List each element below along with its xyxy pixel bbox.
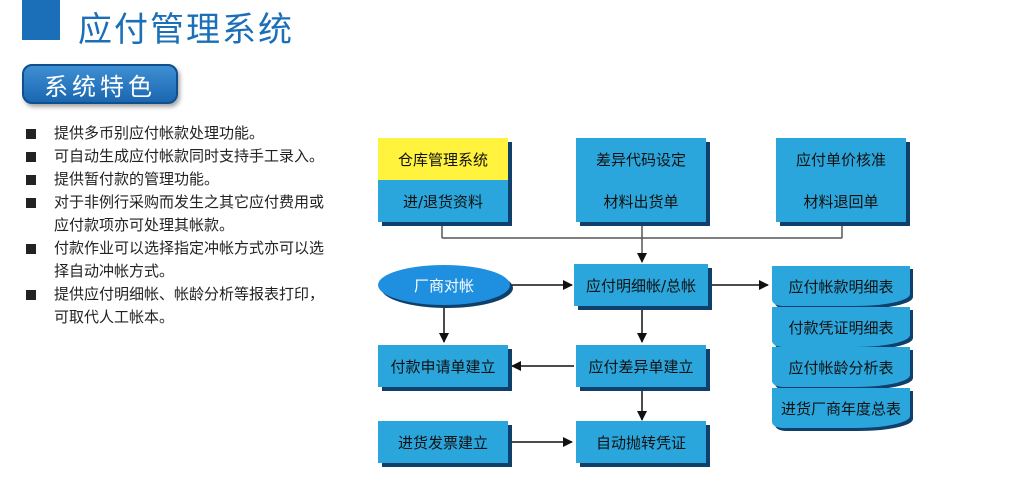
feature-item: 提供暂付款的管理功能。 xyxy=(22,168,332,191)
feature-item: 提供应付明细帐、帐龄分析等报表打印，可取代人工帐本。 xyxy=(22,283,332,329)
report-doc: 进货厂商年度总表 xyxy=(772,388,910,428)
feature-item: 提供多币别应付帐款处理功能。 xyxy=(22,122,332,145)
square-bullet-icon xyxy=(26,152,36,162)
title-marker xyxy=(22,0,60,40)
square-bullet-icon xyxy=(26,175,36,185)
auto-voucher-box: 自动抛转凭证 xyxy=(576,421,706,463)
report-doc: 付款凭证明细表 xyxy=(772,307,910,347)
warehouse-system-box: 仓库管理系统 xyxy=(378,138,508,180)
payable-ledger-box: 应付明细帐/总帐 xyxy=(574,264,708,306)
feature-item: 对于非例行采购而发生之其它应付费用或应付款项亦可处理其帐款。 xyxy=(22,191,332,237)
square-bullet-icon xyxy=(26,244,36,254)
feature-item: 付款作业可以选择指定冲帐方式亦可以选择自动冲帐方式。 xyxy=(22,237,332,283)
feature-list: 提供多币别应付帐款处理功能。 可自动生成应付帐款同时支持手工录入。 提供暂付款的… xyxy=(22,122,332,329)
report-doc: 应付帐龄分析表 xyxy=(772,347,910,387)
section-tag: 系统特色 xyxy=(22,64,178,104)
feature-text: 可自动生成应付帐款同时支持手工录入。 xyxy=(54,147,325,165)
feature-item: 可自动生成应付帐款同时支持手工录入。 xyxy=(22,145,332,168)
feature-text: 提供应付明细帐、帐龄分析等报表打印，可取代人工帐本。 xyxy=(54,285,325,326)
feature-text: 付款作业可以选择指定冲帐方式亦可以选择自动冲帐方式。 xyxy=(54,239,325,280)
feature-text: 提供多币别应付帐款处理功能。 xyxy=(54,124,265,142)
feature-text: 提供暂付款的管理功能。 xyxy=(54,170,220,188)
purchase-return-data-box: 进/退货资料 xyxy=(378,180,508,222)
vendor-reconciliation-node: 厂商对帐 xyxy=(378,265,510,305)
square-bullet-icon xyxy=(26,290,36,300)
material-shipment-box: 材料出货单 xyxy=(576,180,706,222)
payable-difference-box: 应付差异单建立 xyxy=(576,345,706,387)
payable-price-approval-box: 应付单价核准 xyxy=(776,138,906,180)
report-doc: 应付帐款明细表 xyxy=(772,266,910,306)
square-bullet-icon xyxy=(26,129,36,139)
purchase-invoice-box: 进货发票建立 xyxy=(378,421,508,463)
payment-request-box: 付款申请单建立 xyxy=(378,345,508,387)
material-return-box: 材料退回单 xyxy=(776,180,906,222)
square-bullet-icon xyxy=(26,198,36,208)
feature-text: 对于非例行采购而发生之其它应付费用或应付款项亦可处理其帐款。 xyxy=(54,193,325,234)
diff-code-setting-box: 差异代码设定 xyxy=(576,138,706,180)
page-title: 应付管理系统 xyxy=(78,10,294,50)
